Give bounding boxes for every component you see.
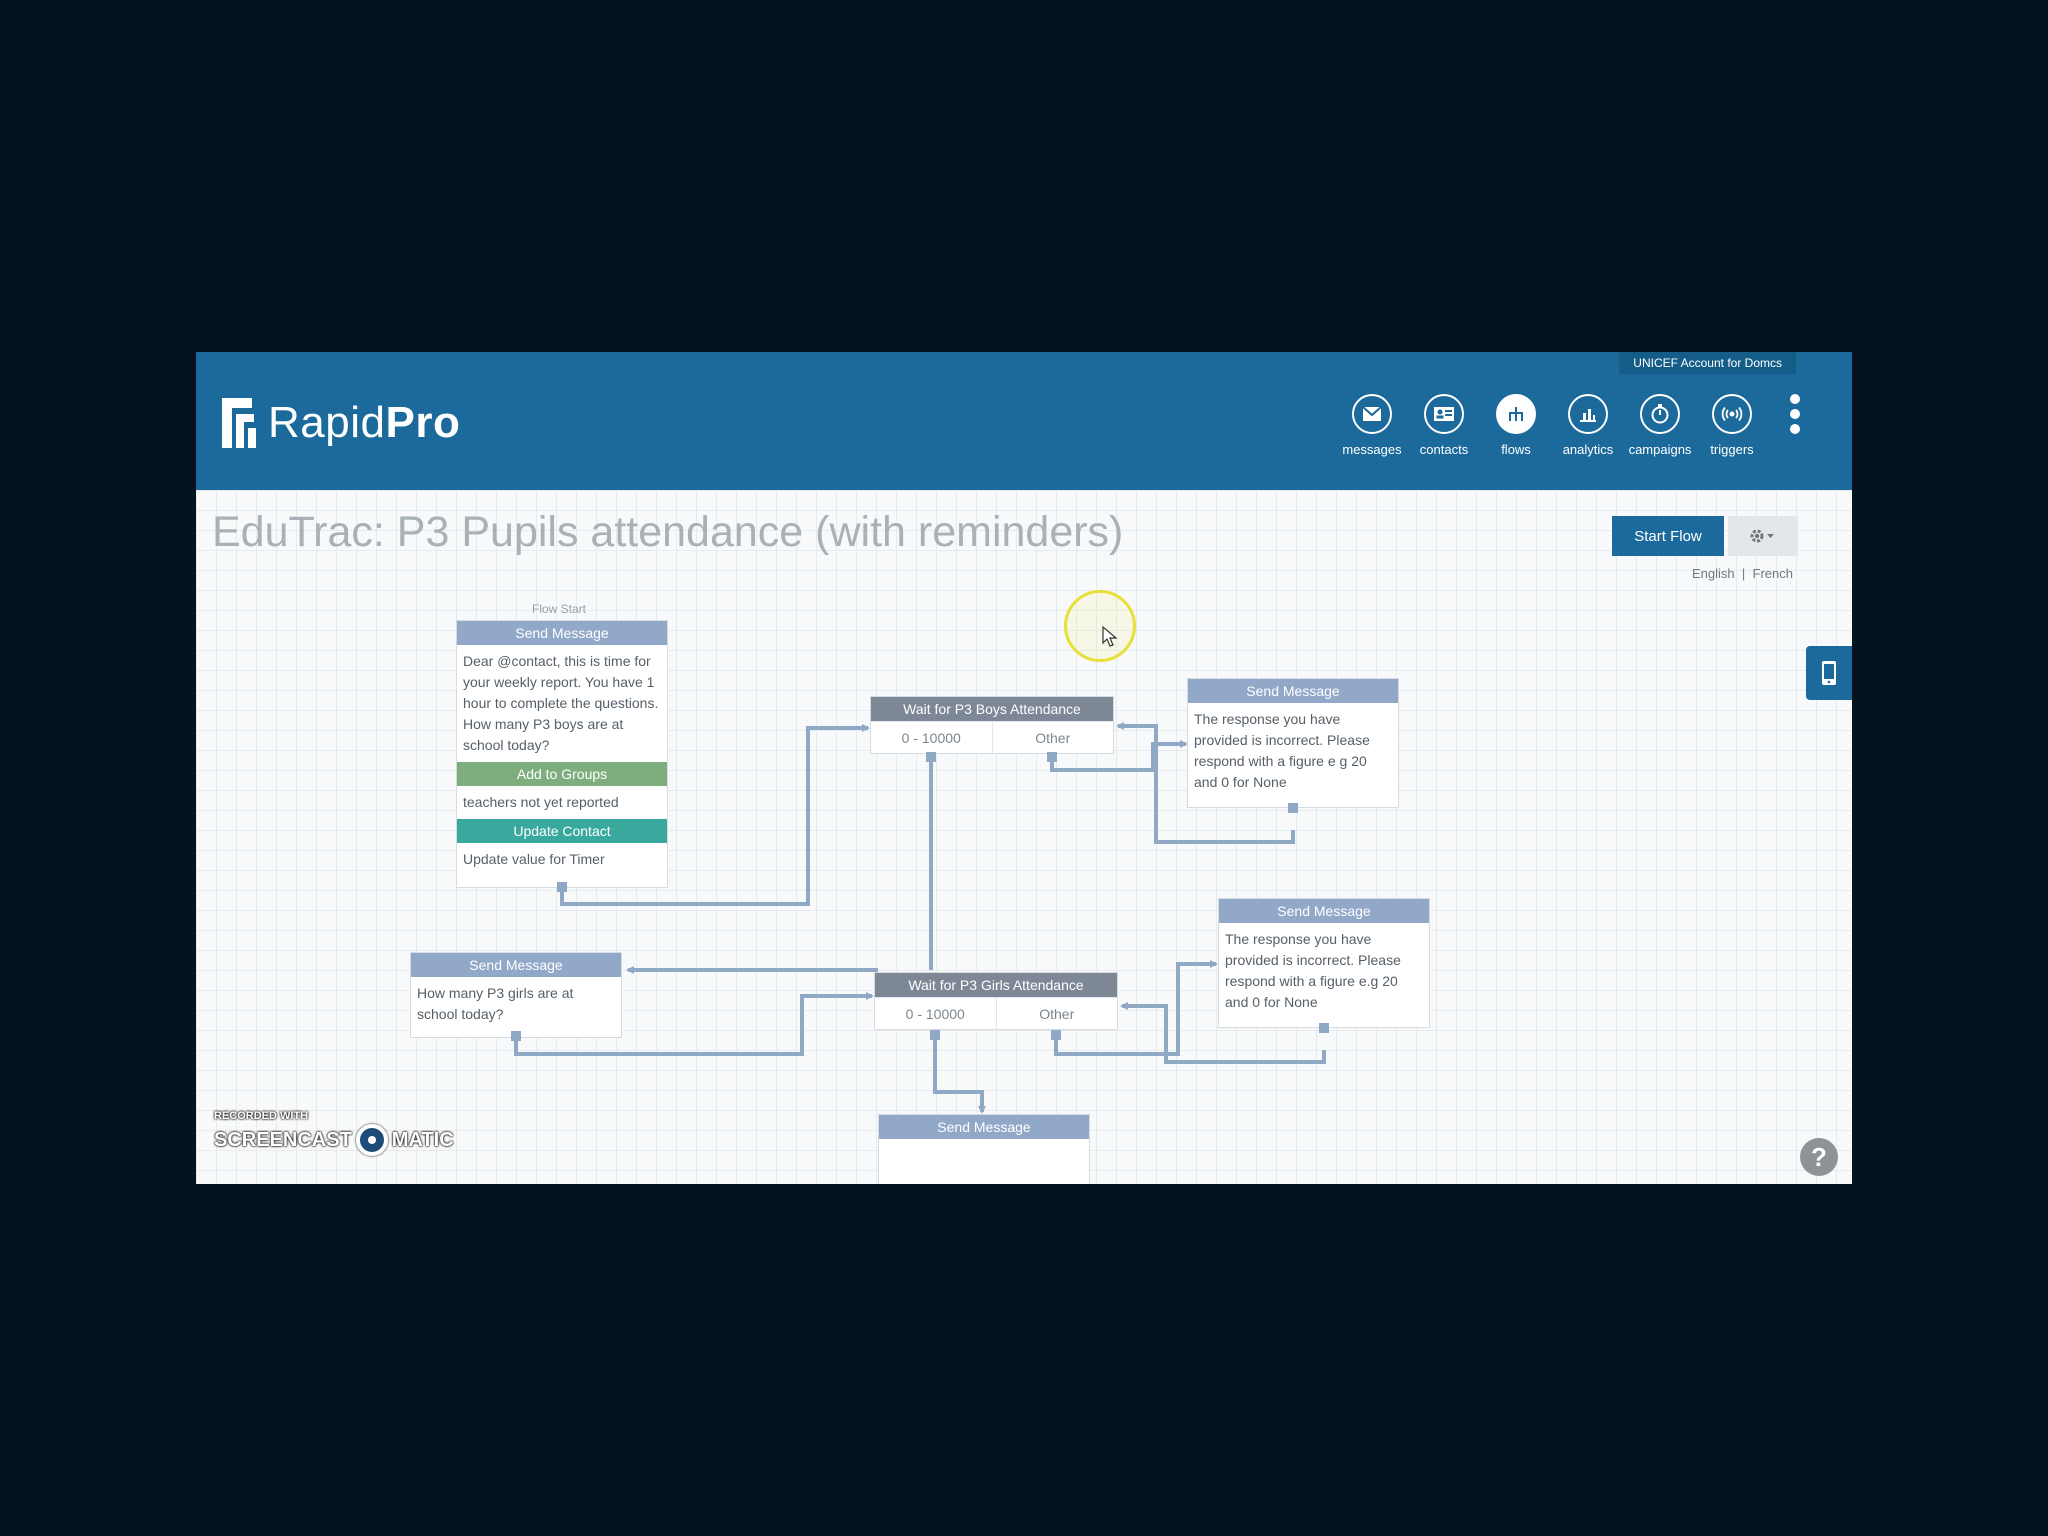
screencast-watermark: RECORDED WITH SCREENCAST MATIC <box>214 1110 454 1156</box>
logo-text: RapidPro <box>268 398 460 448</box>
broadcast-icon <box>1712 394 1752 434</box>
contact-card-icon <box>1424 394 1464 434</box>
rapidpro-logo[interactable]: RapidPro <box>220 390 460 456</box>
logo-text-light: Rapid <box>268 398 386 447</box>
nav-label-campaigns: campaigns <box>1628 442 1692 457</box>
nav-label-triggers: triggers <box>1710 442 1754 457</box>
bar-chart-icon <box>1568 394 1608 434</box>
wait-girls-node[interactable]: Wait for P3 Girls Attendance 0 - 10000 O… <box>874 972 1118 1030</box>
incorrect-message-node-1[interactable]: Send Message The response you have provi… <box>1187 678 1399 808</box>
language-separator: | <box>1741 566 1746 581</box>
bottom-send-message-node[interactable]: Send Message <box>878 1114 1090 1184</box>
start-action-node[interactable]: Send Message Dear @contact, this is time… <box>456 620 668 888</box>
update-contact-header: Update Contact <box>457 819 667 843</box>
language-english[interactable]: English <box>1692 566 1735 581</box>
nav-label-flows: flows <box>1501 442 1531 457</box>
nav-analytics[interactable]: analytics <box>1552 394 1624 457</box>
nav-triggers[interactable]: triggers <box>1696 394 1768 457</box>
settings-dropdown-button[interactable] <box>1728 516 1798 556</box>
incorrect-2-text: The response you have provided is incorr… <box>1225 931 1401 1010</box>
wait-girls-range-category[interactable]: 0 - 10000 <box>875 998 997 1030</box>
wait-boys-other-category[interactable]: Other <box>1035 730 1071 746</box>
incorrect-1-text: The response you have provided is incorr… <box>1194 711 1370 790</box>
bottom-send-message-header: Send Message <box>879 1115 1089 1139</box>
nav-contacts[interactable]: contacts <box>1408 394 1480 457</box>
screencast-logo-icon <box>355 1124 388 1156</box>
update-contact-text: Update value for Timer <box>463 851 605 867</box>
language-french[interactable]: French <box>1752 566 1793 581</box>
watermark-matic: MATIC <box>391 1128 454 1151</box>
nav-label-contacts: contacts <box>1419 442 1469 457</box>
start-message-text: Dear @contact, this is time for your wee… <box>463 653 659 753</box>
nav-messages[interactable]: messages <box>1336 394 1408 457</box>
girls-question-node[interactable]: Send Message How many P3 girls are at sc… <box>410 952 622 1038</box>
cursor-highlight <box>1064 590 1136 662</box>
page-title: EduTrac: P3 Pupils attendance (with remi… <box>212 508 1124 556</box>
mouse-pointer-icon <box>1102 625 1118 647</box>
start-node-exit-port[interactable] <box>557 882 567 892</box>
stopwatch-icon <box>1640 394 1680 434</box>
wait-boys-other-port[interactable] <box>1047 752 1057 762</box>
add-to-groups-header: Add to Groups <box>457 762 667 786</box>
start-flow-button[interactable]: Start Flow <box>1612 516 1724 556</box>
wait-boys-header: Wait for P3 Boys Attendance <box>871 697 1113 721</box>
logo-mark-icon <box>220 394 258 452</box>
flow-connections <box>514 722 1326 1114</box>
wait-girls-range-port[interactable] <box>930 1030 940 1040</box>
watermark-recorded-with: RECORDED WITH <box>214 1110 309 1122</box>
logo-text-bold: Pro <box>385 398 461 447</box>
flow-icon <box>1496 394 1536 434</box>
wait-boys-range-port[interactable] <box>926 752 936 762</box>
flow-editor-canvas[interactable]: EduTrac: P3 Pupils attendance (with remi… <box>196 490 1852 1184</box>
wait-girls-other-port[interactable] <box>1051 1030 1061 1040</box>
incorrect-1-exit-port[interactable] <box>1288 803 1298 813</box>
wait-boys-node[interactable]: Wait for P3 Boys Attendance 0 - 10000 Ot… <box>870 696 1114 754</box>
flow-start-label: Flow Start <box>532 602 587 616</box>
incorrect-1-header: Send Message <box>1188 679 1398 703</box>
girls-question-exit-port[interactable] <box>511 1031 521 1041</box>
more-menu-icon[interactable] <box>1788 394 1802 434</box>
org-badge[interactable]: UNICEF Account for Domcs <box>1619 352 1796 374</box>
nav-flows[interactable]: flows <box>1480 394 1552 457</box>
send-message-header: Send Message <box>457 621 667 645</box>
girls-question-text: How many P3 girls are at school today? <box>417 985 574 1022</box>
nav-campaigns[interactable]: campaigns <box>1624 394 1696 457</box>
app-window: UNICEF Account for Domcs RapidPro messag… <box>196 352 1852 1184</box>
girls-question-header: Send Message <box>411 953 621 977</box>
simulator-phone-icon[interactable] <box>1806 646 1852 700</box>
nav-label-messages: messages <box>1342 442 1402 457</box>
gear-icon <box>1750 529 1774 543</box>
groups-text: teachers not yet reported <box>463 794 619 810</box>
incorrect-message-node-2[interactable]: Send Message The response you have provi… <box>1218 898 1430 1028</box>
wait-girls-header: Wait for P3 Girls Attendance <box>875 973 1117 997</box>
main-nav: messages contacts flows analytics <box>1336 394 1768 457</box>
help-button[interactable]: ? <box>1800 1138 1838 1176</box>
language-switcher: English | French <box>1692 566 1793 581</box>
top-header: UNICEF Account for Domcs RapidPro messag… <box>196 352 1852 490</box>
wire-girls-range-to-bottom-msg <box>933 1036 986 1114</box>
wait-girls-other-category[interactable]: Other <box>1039 1006 1075 1022</box>
watermark-screencast: SCREENCAST <box>214 1128 352 1151</box>
incorrect-2-header: Send Message <box>1219 899 1429 923</box>
incorrect-2-exit-port[interactable] <box>1319 1023 1329 1033</box>
envelope-icon <box>1352 394 1392 434</box>
wait-boys-range-category[interactable]: 0 - 10000 <box>871 722 993 754</box>
nav-label-analytics: analytics <box>1562 442 1614 457</box>
